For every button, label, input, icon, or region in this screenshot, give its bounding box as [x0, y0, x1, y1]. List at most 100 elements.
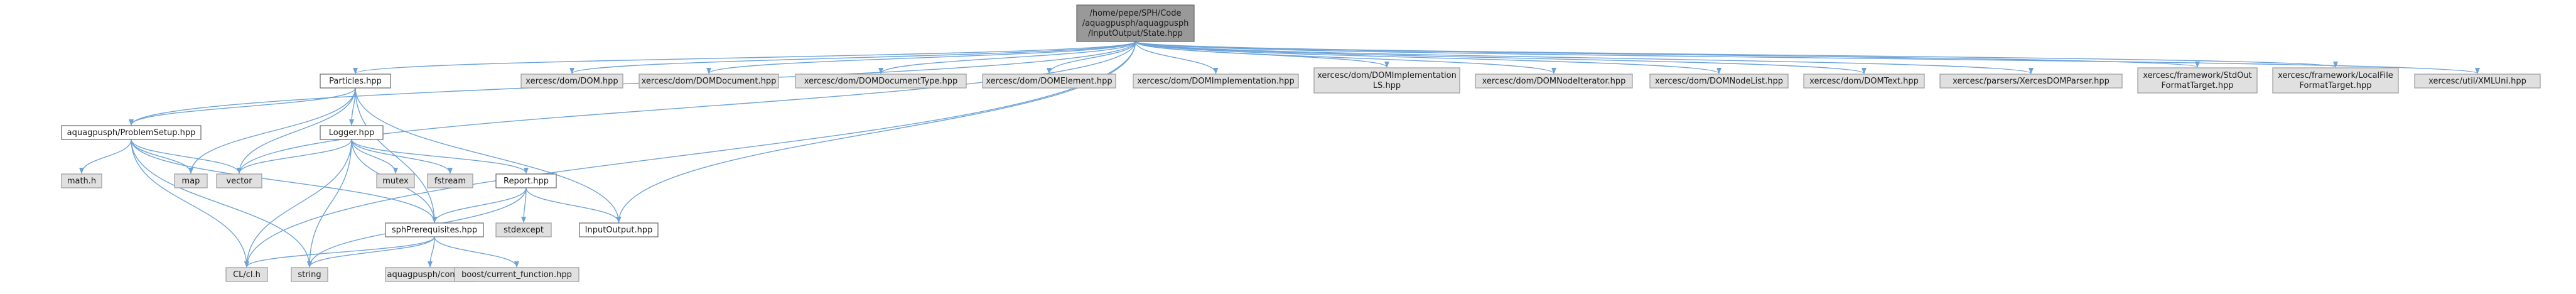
node-map-box: [174, 173, 208, 188]
edge-state-to-vector: [237, 41, 1136, 174]
edge-logger-to-vector: [237, 139, 352, 174]
node-clcl: CL/cl.h: [225, 267, 268, 282]
edge-state-to-problemsetup: [129, 41, 1136, 126]
edge-sphprereq-to-boostfn: [434, 236, 519, 268]
node-mutex-box: [376, 173, 415, 188]
edge-state-to-domdocument: [706, 41, 1136, 74]
node-dom-box: [520, 74, 623, 89]
node-domimpl-box: [1133, 74, 1299, 89]
edge-state-to-domimpl: [1134, 41, 1219, 74]
node-particles[interactable]: Particles.hpp: [320, 74, 391, 89]
node-string-label: string: [298, 270, 321, 280]
node-config-label: aquagpusph/config.h: [387, 270, 473, 280]
edge-state-to-domdocumenttype: [878, 41, 1136, 74]
node-localfilefmt-box: [2272, 67, 2399, 94]
node-sphprereq[interactable]: sphPrerequisites.hpp: [385, 222, 484, 237]
node-inputoutput[interactable]: InputOutput.hpp: [579, 222, 659, 237]
node-logger-box: [320, 125, 384, 140]
node-particles-box: [320, 74, 391, 89]
edge-state-to-stdoutfmt: [1134, 41, 2200, 68]
node-domelement-label: xercesc/dom/DOMElement.hpp: [986, 77, 1112, 86]
node-state-label: /aquagpusph/aquagpusph: [1082, 19, 1189, 28]
node-stdoutfmt-label: xercesc/framework/StdOut: [2143, 71, 2251, 80]
node-localfilefmt: xercesc/framework/LocalFileFormatTarget.…: [2272, 67, 2399, 94]
node-logger[interactable]: Logger.hpp: [320, 125, 384, 140]
node-string: string: [291, 267, 328, 282]
edge-state-to-domnodelist: [1134, 41, 1722, 74]
edge-state-to-domnodeiter: [1134, 41, 1556, 74]
node-state-label: /home/pepe/SPH/Code: [1089, 9, 1181, 18]
node-domtext-box: [1803, 74, 1925, 89]
node-report-label: Report.hpp: [504, 177, 549, 186]
node-domnodelist: xercesc/dom/DOMNodeList.hpp: [1649, 74, 1789, 89]
node-domdocument-box: [639, 74, 779, 89]
node-domdocumenttype: xercesc/dom/DOMDocumentType.hpp: [795, 74, 967, 89]
node-domnodeiter: xercesc/dom/DOMNodeIterator.hpp: [1475, 74, 1633, 89]
node-xercesparser: xercesc/parsers/XercesDOMParser.hpp: [1939, 74, 2123, 89]
node-state[interactable]: /home/pepe/SPH/Code/aquagpusph/aquagpusp…: [1076, 4, 1195, 42]
node-logger-label: Logger.hpp: [329, 128, 375, 138]
node-report[interactable]: Report.hpp: [495, 173, 557, 188]
node-clcl-box: [225, 267, 268, 282]
node-fstream-label: fstream: [434, 177, 466, 186]
node-vector-box: [216, 173, 262, 188]
node-particles-label: Particles.hpp: [329, 77, 382, 86]
edge-state-to-localfilefmt: [1134, 41, 2338, 68]
node-state-box: [1076, 4, 1195, 42]
node-report-box: [495, 173, 557, 188]
edge-state-to-particles: [353, 41, 1136, 74]
edge-sphprereq-to-string: [307, 236, 435, 268]
node-problemsetup[interactable]: aquagpusph/ProblemSetup.hpp: [61, 125, 202, 140]
node-inputoutput-box: [579, 222, 659, 237]
edge-state-to-dom: [569, 41, 1136, 74]
node-mutex-label: mutex: [382, 177, 409, 186]
edge-problemsetup-to-vector: [131, 139, 242, 174]
node-sphprereq-box: [385, 222, 484, 237]
node-xmluni-box: [2414, 74, 2541, 89]
node-state-label: /InputOutput/State.hpp: [1088, 29, 1183, 38]
node-domimplls-label: LS.hpp: [1373, 81, 1401, 90]
node-mathh-label: math.h: [67, 177, 96, 186]
node-dom-label: xercesc/dom/DOM.hpp: [525, 77, 618, 86]
node-stdexcept-label: stdexcept: [504, 226, 544, 235]
node-domdocumenttype-box: [795, 74, 967, 89]
node-domimpl: xercesc/dom/DOMImplementation.hpp: [1133, 74, 1299, 89]
node-xercesparser-box: [1939, 74, 2123, 89]
edge-state-to-inputoutput: [616, 41, 1136, 223]
edge-logger-to-string: [307, 139, 352, 268]
node-mathh: math.h: [61, 173, 102, 188]
node-domnodelist-label: xercesc/dom/DOMNodeList.hpp: [1655, 77, 1783, 86]
node-vector: vector: [216, 173, 262, 188]
edge-problemsetup-to-map: [131, 139, 193, 174]
edge-state-to-xercesparser: [1134, 41, 2034, 74]
node-domtext: xercesc/dom/DOMText.hpp: [1803, 74, 1925, 89]
node-map-label: map: [182, 177, 200, 186]
node-sphprereq-label: sphPrerequisites.hpp: [392, 226, 477, 235]
edge-sphprereq-to-clcl: [244, 236, 435, 268]
node-domimpl-label: xercesc/dom/DOMImplementation.hpp: [1137, 77, 1295, 86]
edge-logger-to-mutex: [351, 139, 398, 174]
edge-problemsetup-to-mathh: [79, 139, 132, 174]
node-domnodelist-box: [1649, 74, 1789, 89]
node-boostfn: boost/current_function.hpp: [454, 267, 579, 282]
nodes-layer: /home/pepe/SPH/Code/aquagpusph/aquagpusp…: [61, 4, 2541, 282]
edges-layer: [79, 41, 2480, 268]
node-string-box: [291, 267, 328, 282]
edge-particles-to-inputoutput: [355, 87, 622, 223]
edge-sphprereq-to-config: [428, 236, 435, 268]
node-domelement: xercesc/dom/DOMElement.hpp: [982, 74, 1116, 89]
node-xmluni: xercesc/util/XMLUni.hpp: [2414, 74, 2541, 89]
node-xercesparser-label: xercesc/parsers/XercesDOMParser.hpp: [1953, 77, 2110, 86]
node-stdoutfmt-label: FormatTarget.hpp: [2162, 81, 2234, 90]
edge-problemsetup-to-clcl: [131, 139, 249, 268]
node-stdexcept: stdexcept: [495, 222, 552, 237]
node-domdocument: xercesc/dom/DOMDocument.hpp: [639, 74, 779, 89]
node-problemsetup-label: aquagpusph/ProblemSetup.hpp: [67, 128, 196, 138]
node-boostfn-box: [454, 267, 579, 282]
node-domdocumenttype-label: xercesc/dom/DOMDocumentType.hpp: [804, 77, 958, 86]
node-stdoutfmt-box: [2137, 67, 2258, 94]
node-mathh-box: [61, 173, 102, 188]
node-domimplls-box: [1313, 67, 1460, 94]
